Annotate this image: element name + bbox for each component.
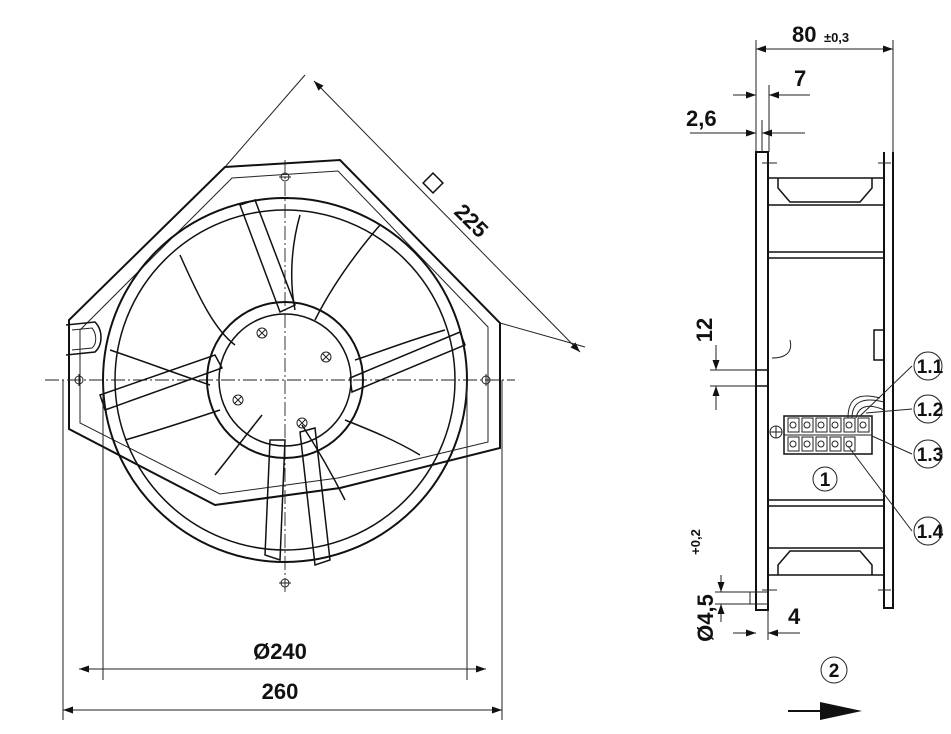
callout-1-3-label: 1.3	[917, 445, 943, 466]
callout-1-1-label: 1.1	[917, 357, 944, 378]
callout-1-4-label: 1.4	[917, 522, 944, 543]
callout-1-circle	[812, 466, 838, 492]
callout-1-1-circle	[913, 351, 943, 381]
dim-12-label: 12	[692, 318, 717, 342]
dim-4-5-tolerance: +0,2	[688, 529, 703, 555]
hub-outer	[206, 301, 364, 459]
terminal-block	[769, 395, 885, 455]
ground-symbol-icon	[769, 425, 783, 439]
cable-outlet	[65, 321, 102, 356]
hub-inner	[218, 313, 352, 447]
callout-1-2-circle	[913, 394, 943, 424]
dim-hole-value: Ø4,5	[693, 594, 718, 642]
dim-240-label: Ø240	[253, 639, 307, 664]
dim-2-6-label: 2,6	[686, 106, 717, 131]
callout-1-3-circle	[913, 439, 943, 469]
mounting-holes	[74, 172, 491, 588]
dim-4-label: 4	[788, 604, 801, 629]
dim-80-label: 80 ±0,3	[792, 22, 849, 47]
dim-7-label: 7	[794, 66, 806, 91]
dim-line-225	[313, 80, 581, 353]
flow-arrow-icon	[788, 702, 862, 720]
callout-1-4-circle	[913, 516, 943, 546]
callout-1-2-label: 1.2	[917, 400, 943, 421]
side-view: 80 ±0,3 7 2,6 12 Ø4,5 +0,2 4	[686, 22, 944, 720]
callout-2-circle	[820, 656, 848, 684]
square-symbol-icon	[422, 172, 444, 194]
dim-80-value: 80	[792, 22, 816, 47]
dim-225-label: 225	[449, 199, 493, 243]
callout-1-label: 1	[820, 470, 831, 491]
dim-4-5-label: Ø4,5	[693, 594, 718, 642]
hub-screws	[232, 327, 332, 429]
dim-260-label: 260	[262, 679, 299, 704]
callout-2-label: 2	[829, 661, 840, 682]
front-view: 225 Ø240 260	[45, 74, 586, 720]
dim-80-tolerance: ±0,3	[824, 30, 849, 45]
side-housing	[755, 151, 769, 611]
